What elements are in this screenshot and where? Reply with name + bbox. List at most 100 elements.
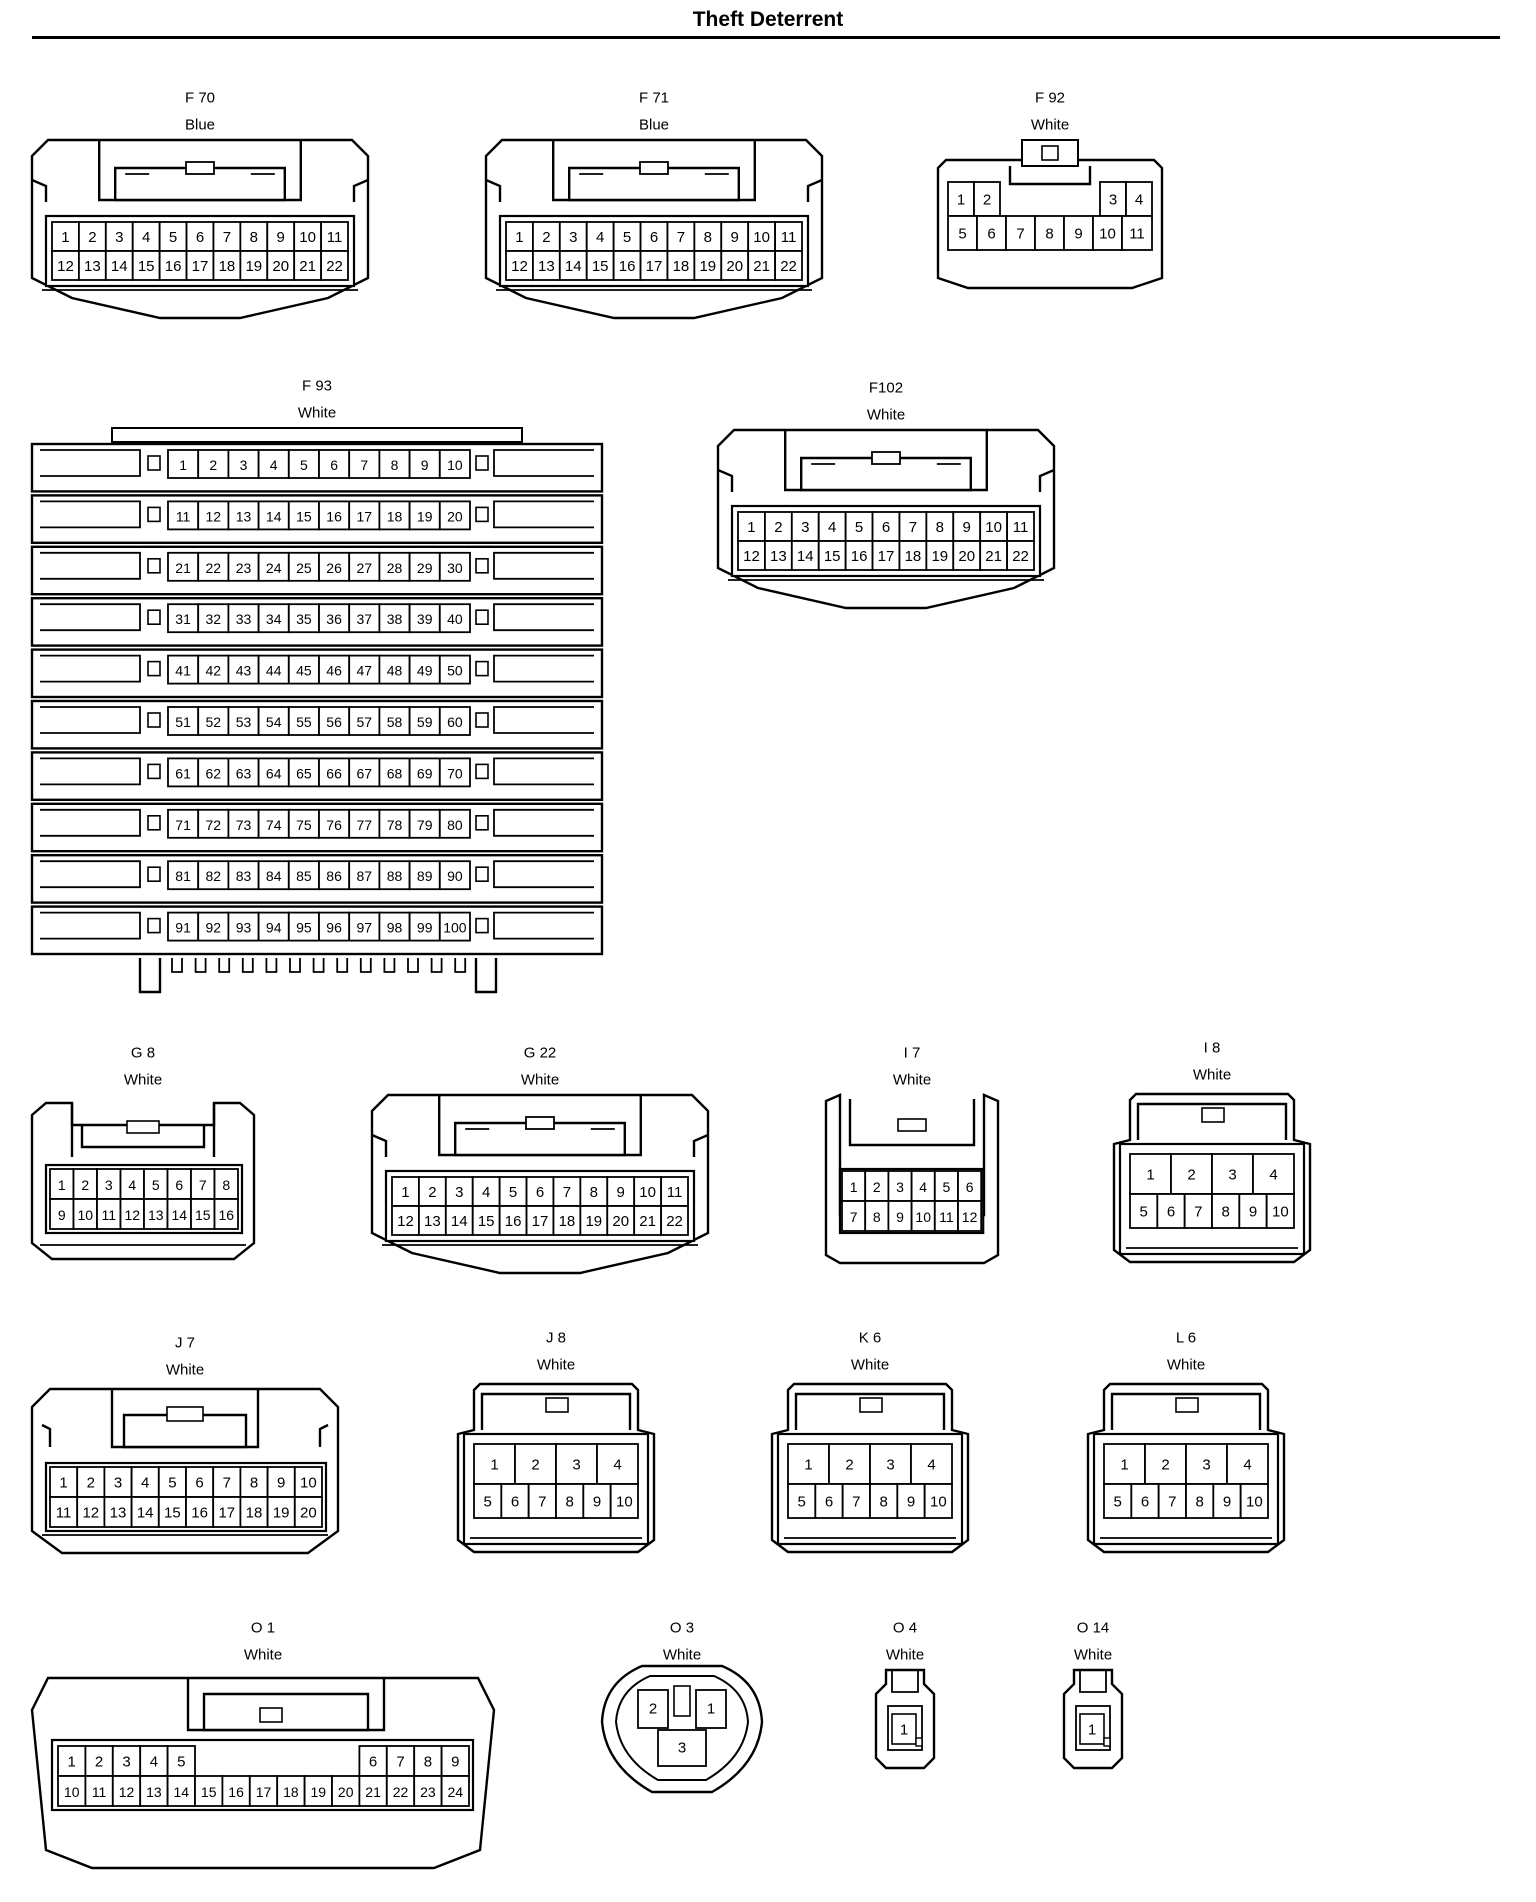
pin-cell (212, 1466, 242, 1498)
connector-color-label: White (124, 1072, 162, 1089)
pin-number: 52 (206, 714, 222, 730)
pin-number: 1 (804, 1457, 812, 1474)
latch-frame (1110, 1392, 1262, 1430)
pin-number: 80 (447, 817, 463, 833)
row-latch (493, 603, 594, 632)
pin-number: 12 (82, 1505, 99, 1522)
row-key (475, 557, 489, 574)
pin-key (1103, 1737, 1111, 1747)
pin-cell (378, 911, 411, 942)
pin-number: 48 (387, 663, 403, 679)
pin-number: 19 (931, 548, 948, 565)
foot-tooth (407, 958, 419, 973)
row-latch (40, 500, 141, 529)
pin-number: 8 (222, 1177, 230, 1193)
pin-number: 95 (296, 920, 312, 936)
row-latch (40, 860, 141, 889)
pin-number: 30 (447, 560, 463, 576)
pin-cell (227, 808, 260, 839)
pin-cell (612, 250, 642, 281)
pin-number: 42 (206, 663, 222, 679)
pin-number: 2 (1187, 1167, 1195, 1184)
latch-tab (871, 451, 901, 465)
pin-cell (1265, 1193, 1295, 1229)
latch-tab (525, 1116, 555, 1130)
foot-tooth (454, 958, 467, 973)
pin-number: 69 (417, 765, 433, 781)
pin-number: 20 (300, 1505, 317, 1522)
pin-number: 1 (957, 192, 965, 209)
pin-cell (444, 1205, 474, 1236)
foot-tooth (194, 958, 207, 973)
row-latch (493, 911, 594, 940)
top-rail (111, 427, 523, 443)
latch-tab (639, 161, 669, 175)
connector-color-label: Blue (185, 117, 215, 134)
pin-cell (391, 1205, 420, 1236)
pin-number: 41 (175, 663, 191, 679)
pin-number: 17 (218, 1505, 235, 1522)
pin-cell (257, 706, 290, 736)
latch-tab (1175, 1397, 1199, 1413)
pin-number: 9 (421, 457, 429, 473)
housing-notch (41, 1423, 52, 1447)
pin-number: 94 (266, 920, 282, 936)
pin-number: 22 (326, 258, 343, 275)
pin-number: 7 (223, 229, 231, 246)
pin-number: 8 (936, 519, 944, 536)
pin-cell (418, 1205, 447, 1236)
pin-number: 2 (87, 1475, 95, 1492)
pin-number: 13 (538, 258, 555, 275)
pin-number: 7 (850, 1209, 858, 1225)
pin-cell (438, 603, 471, 634)
row-key (147, 660, 161, 677)
pin-number: 2 (81, 1177, 89, 1193)
row-latch (40, 911, 141, 940)
pin-number: 12 (119, 1784, 135, 1800)
row-key (475, 660, 489, 677)
pin-cell (84, 1775, 114, 1807)
pin-number: 4 (927, 1457, 935, 1474)
pin-number: 19 (245, 258, 262, 275)
pin-cell (167, 808, 200, 839)
connector-id-label: J 7 (175, 1335, 195, 1352)
pin-cell (139, 1745, 169, 1777)
pin-number: 1 (401, 1184, 409, 1201)
pin-number: 8 (424, 1754, 432, 1771)
pin-cell (633, 1205, 662, 1236)
pin-number: 9 (1249, 1204, 1257, 1221)
housing-notch (806, 178, 823, 202)
pin-cell (158, 221, 188, 252)
pin-number: 18 (219, 258, 236, 275)
connector-color-label: White (1193, 1067, 1231, 1084)
connector-housing (600, 1664, 764, 1794)
pin-number: 97 (357, 920, 373, 936)
pin-cell (131, 221, 161, 252)
pin-number: 72 (206, 817, 222, 833)
pin-cell (408, 706, 441, 736)
latch-body (454, 1121, 626, 1157)
foot-tooth (171, 958, 183, 973)
row-key (147, 455, 161, 471)
pin-cell (1239, 1483, 1269, 1519)
pin-number: 8 (391, 457, 399, 473)
connector-color-label: White (886, 1647, 924, 1664)
pin-number: 13 (148, 1207, 164, 1223)
housing-notch (31, 178, 48, 202)
pin-number: 2 (774, 519, 782, 536)
pin-cell (1006, 540, 1035, 571)
pin-number: 31 (175, 611, 191, 627)
pin-cell (227, 551, 260, 582)
pin-number: 12 (397, 1213, 414, 1230)
pin-number: 23 (420, 1784, 436, 1800)
pin-number: 12 (206, 508, 222, 524)
pin-cell (348, 551, 381, 582)
pin-cell (197, 654, 230, 685)
pin-number: 49 (417, 663, 433, 679)
pin-number: 24 (266, 560, 282, 576)
pin-number: 6 (195, 1475, 203, 1492)
pin-number: 4 (828, 519, 836, 536)
pin-number: 63 (236, 765, 252, 781)
pin-cell (844, 540, 874, 571)
